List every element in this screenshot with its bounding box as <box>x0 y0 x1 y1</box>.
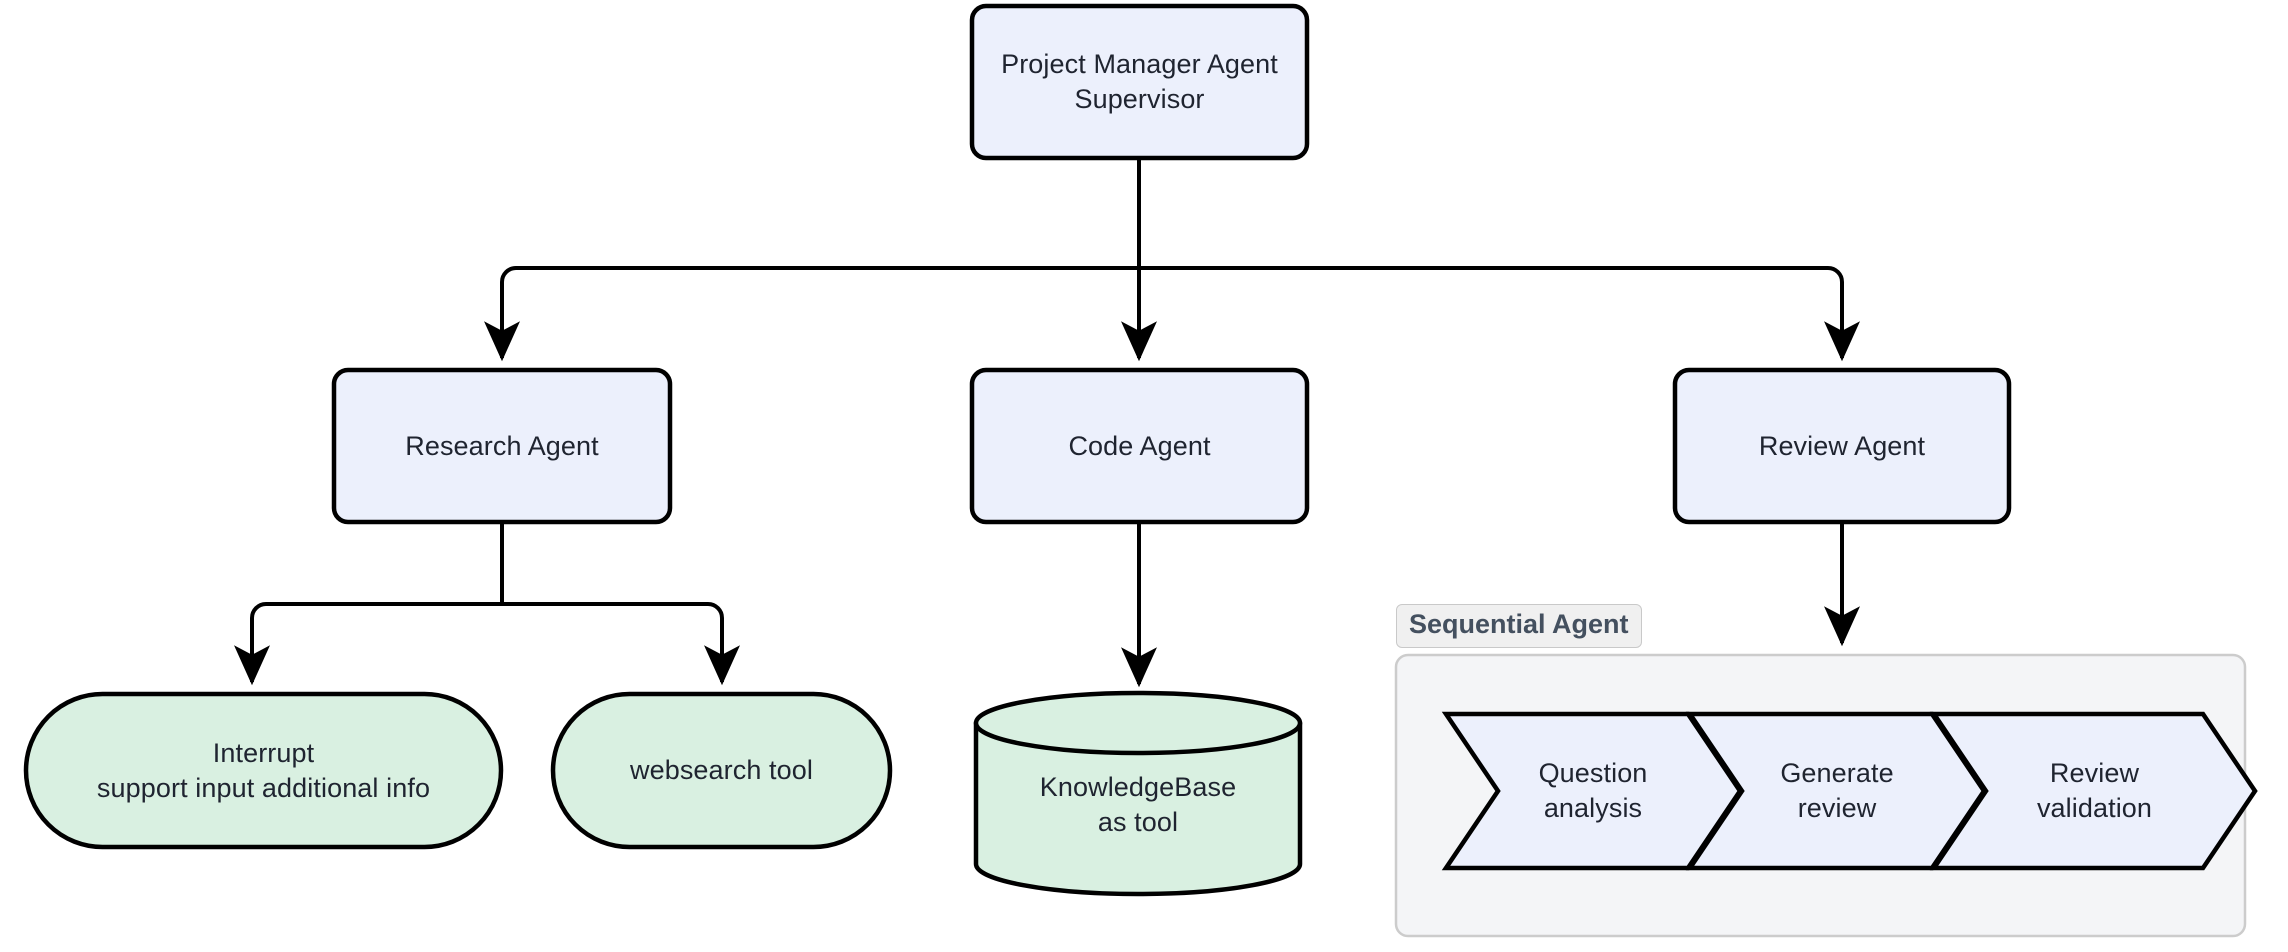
node-shape-code[interactable] <box>969 367 1310 525</box>
node-shape-knowledge[interactable] <box>973 690 1303 897</box>
edge-research-to-websearch <box>502 602 740 686</box>
edge-supervisor-to-review <box>1139 266 1860 362</box>
edge-supervisor-to-research <box>484 266 1139 362</box>
edge-research-to-interrupt <box>234 602 502 686</box>
node-shape-supervisor[interactable] <box>969 3 1310 161</box>
subgraph-label-sequential-agent: Sequential Agent <box>1396 604 1642 648</box>
node-shape-review[interactable] <box>1672 367 2012 525</box>
node-shape-validation[interactable] <box>1929 711 2258 871</box>
node-shape-interrupt[interactable] <box>23 691 504 850</box>
node-shape-websearch[interactable] <box>550 691 893 850</box>
node-shape-research[interactable] <box>331 367 673 525</box>
